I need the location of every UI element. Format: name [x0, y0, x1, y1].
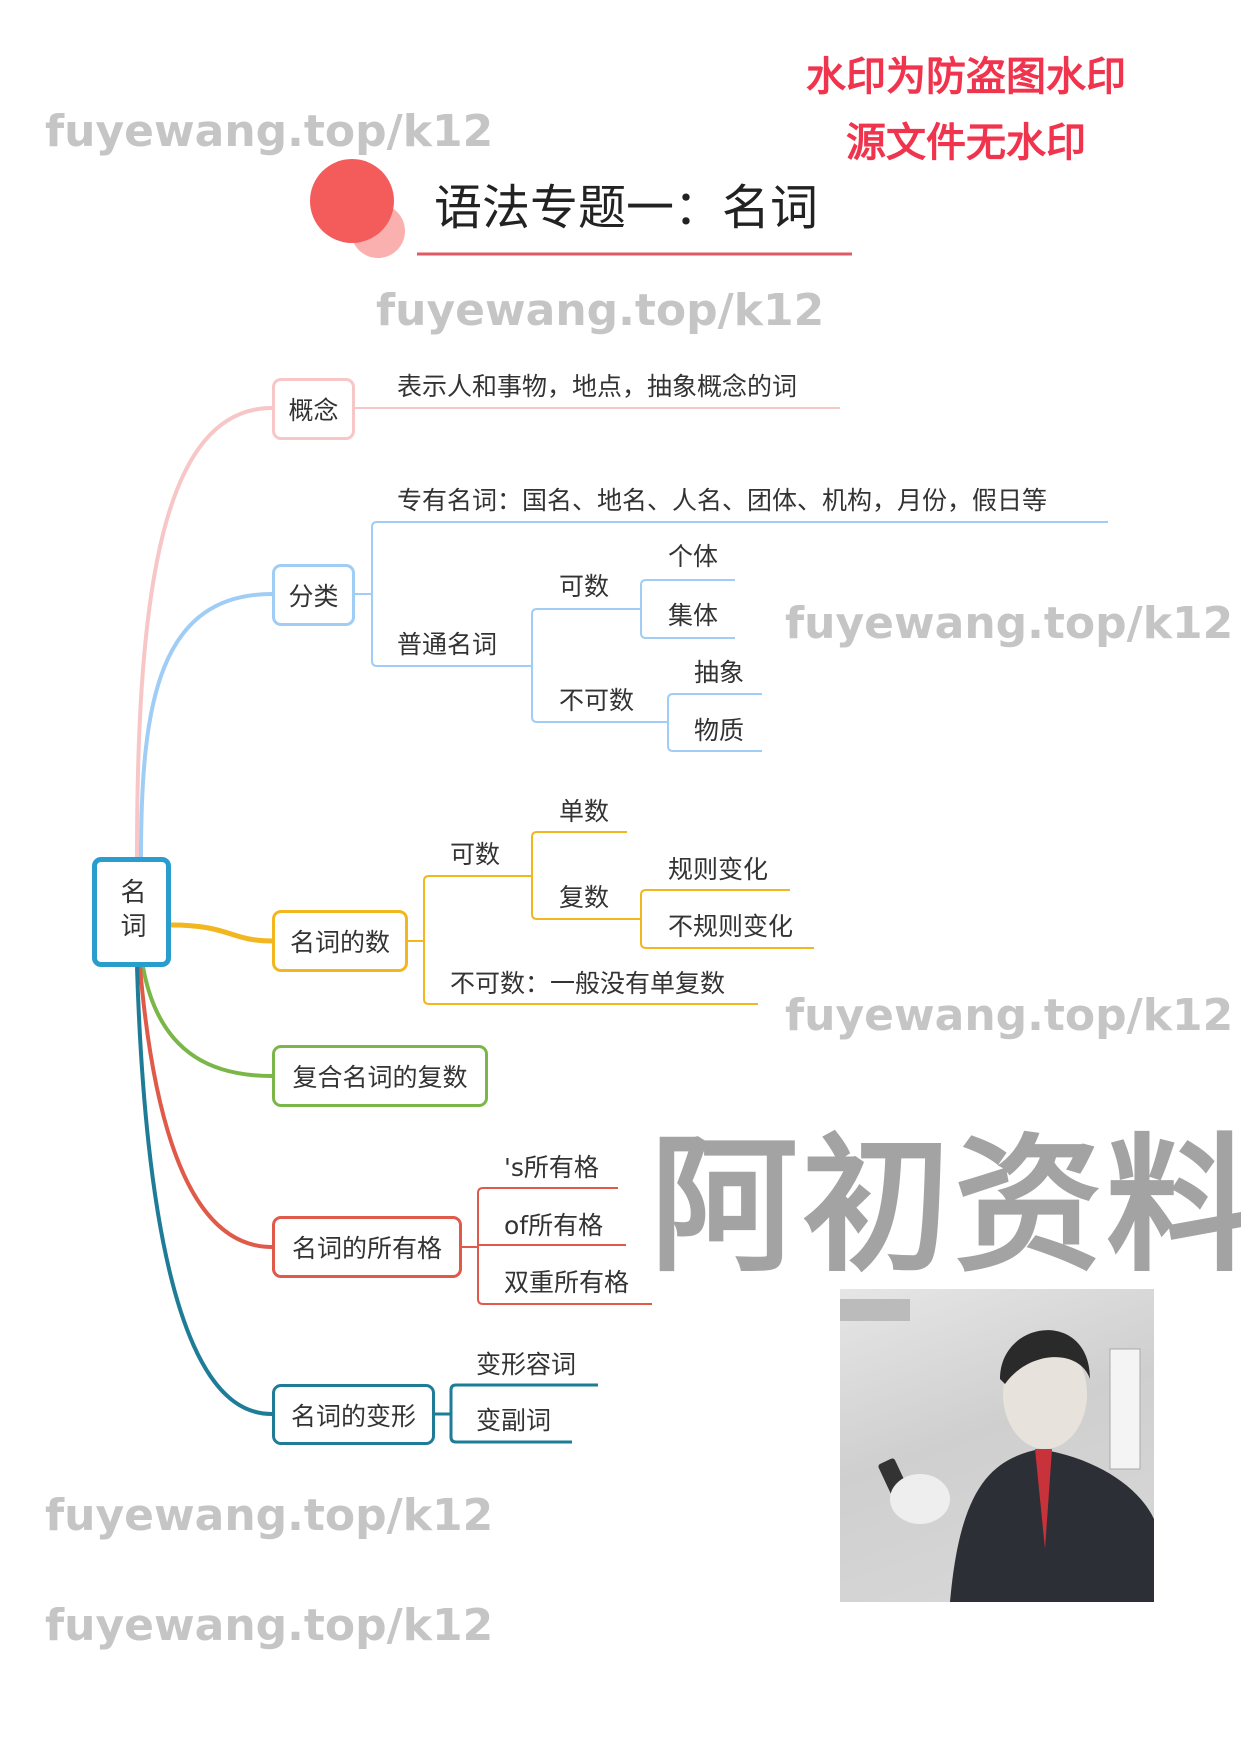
singular: 单数	[559, 797, 610, 826]
node-possessive[interactable]: 名词的所有格	[272, 1216, 462, 1278]
number-lines	[408, 831, 814, 1005]
category-countable: 可数	[559, 572, 610, 601]
regular-change: 规则变化	[668, 855, 769, 884]
node-compound[interactable]: 复合名词的复数	[272, 1045, 488, 1107]
abstract-noun: 抽象	[694, 658, 745, 687]
possessive-lines	[462, 1187, 652, 1305]
collective-noun: 集体	[668, 601, 719, 630]
individual-noun: 个体	[668, 542, 719, 571]
to-adverb: 变副词	[476, 1406, 552, 1435]
connector-concept	[135, 406, 273, 858]
url-watermark: fuyewang.top/k12	[45, 1490, 494, 1541]
plural: 复数	[559, 883, 610, 912]
connector-category	[139, 592, 273, 858]
category-uncountable: 不可数	[559, 686, 635, 715]
url-watermark: fuyewang.top/k12	[45, 1600, 494, 1651]
node-concept[interactable]: 概念	[272, 378, 355, 440]
category-lines	[355, 521, 1108, 752]
illustration-businessman-phone	[840, 1289, 1154, 1602]
node-transform[interactable]: 名词的变形	[272, 1384, 435, 1445]
transform-lines	[435, 1383, 598, 1444]
double-possessive: 双重所有格	[504, 1268, 630, 1297]
proper-noun: 专有名词：国名、地名、人名、团体、机构，月份，假日等	[397, 486, 1048, 515]
connector-transform	[135, 966, 273, 1416]
common-noun: 普通名词	[397, 630, 498, 659]
connector-compound	[141, 966, 273, 1078]
node-number[interactable]: 名词的数	[272, 910, 408, 972]
watermark-notice-line2: 源文件无水印	[846, 120, 1086, 166]
root-node[interactable]: 名词	[92, 857, 171, 967]
connector-number	[170, 922, 273, 944]
page-title: 语法专题一：名词	[434, 180, 819, 236]
s-possessive: 's所有格	[504, 1153, 599, 1182]
number-uncountable: 不可数：一般没有单复数	[450, 969, 726, 998]
title-decor-circle	[310, 159, 394, 243]
node-category[interactable]: 分类	[272, 564, 355, 626]
concept-definition: 表示人和事物，地点，抽象概念的词	[397, 372, 798, 401]
watermark-notice-line1: 水印为防盗图水印	[806, 54, 1126, 100]
url-watermark: fuyewang.top/k12	[45, 106, 494, 157]
irregular-change: 不规则变化	[668, 912, 794, 941]
url-watermark: fuyewang.top/k12	[785, 598, 1234, 649]
number-countable: 可数	[450, 840, 501, 869]
url-watermark: fuyewang.top/k12	[785, 990, 1234, 1041]
to-adjective: 变形容词	[476, 1350, 577, 1379]
big-watermark: 阿初资料	[650, 1120, 1241, 1292]
connector-possessive	[138, 966, 273, 1249]
url-watermark: fuyewang.top/k12	[376, 285, 825, 336]
of-possessive: of所有格	[504, 1211, 604, 1240]
material-noun: 物质	[694, 716, 745, 745]
